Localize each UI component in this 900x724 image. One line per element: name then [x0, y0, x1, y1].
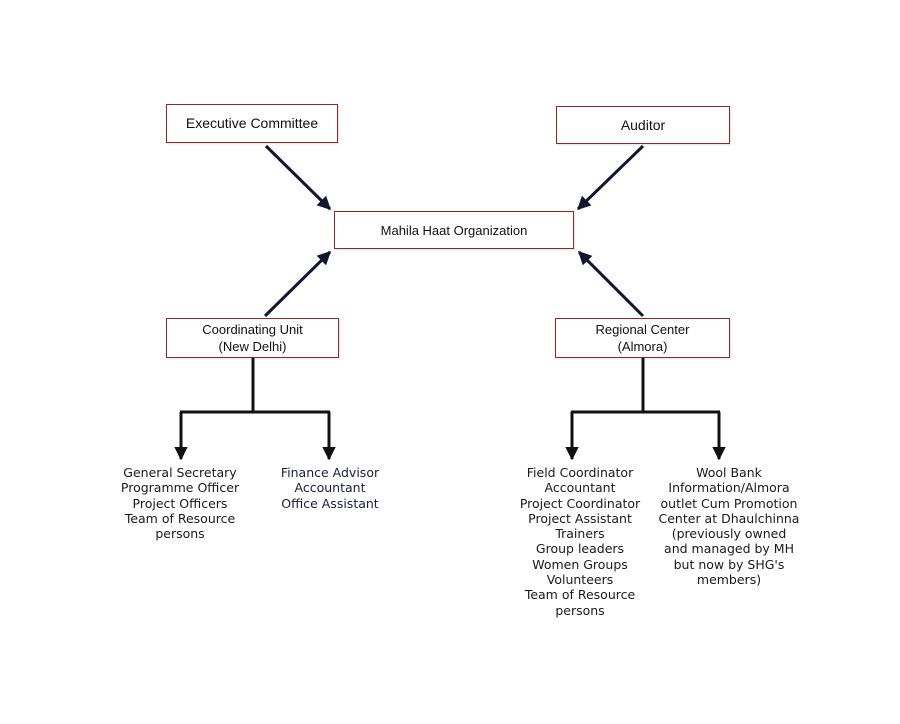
list-item: Information/Almora — [668, 480, 790, 496]
node-label: Auditor — [620, 116, 666, 133]
node-label: Regional Center (Almora) — [595, 322, 690, 354]
list-item: persons — [555, 602, 605, 618]
node-regional-center: Regional Center (Almora) — [555, 318, 730, 358]
list-item: members) — [696, 572, 762, 588]
list-item: Team of Resource — [524, 587, 636, 603]
list-item: Women Groups — [532, 556, 628, 572]
list-item: Office Assistant — [281, 495, 379, 511]
list-item: Project Coordinator — [519, 495, 641, 511]
arrow-rc-to-mh — [577, 250, 645, 318]
arrow-cu-to-mh — [263, 250, 332, 318]
arrow-auditor-to-mh — [576, 144, 645, 211]
list-item: Accountant — [294, 480, 366, 496]
list-item: but now by SHG's — [673, 556, 785, 572]
node-mahila-haat-organization: Mahila Haat Organization — [334, 211, 574, 249]
arrow-exec-to-mh — [264, 144, 332, 211]
list-item: Team of Resource — [124, 510, 236, 526]
list-item: (previously owned — [671, 526, 787, 542]
list-item: Programme Officer — [120, 480, 240, 496]
coordinating-unit-staff-list: General Secretary Programme Officer Proj… — [110, 465, 250, 541]
list-item: Project Assistant — [528, 510, 632, 526]
list-item: Volunteers — [546, 572, 614, 588]
node-auditor: Auditor — [556, 106, 730, 144]
list-item: Group leaders — [535, 541, 625, 557]
node-label: Executive Committee — [185, 115, 319, 131]
list-item: and managed by MH — [664, 541, 794, 557]
wool-bank-list: Wool Bank Information/Almora outlet Cum … — [652, 465, 806, 587]
node-label: Mahila Haat Organization — [380, 222, 528, 238]
list-item: Finance Advisor — [280, 465, 380, 480]
node-label: Coordinating Unit (New Delhi) — [202, 322, 303, 354]
node-executive-committee: Executive Committee — [166, 104, 338, 143]
list-item: Center at Dhaulchinna — [658, 510, 800, 526]
list-item: Wool Bank — [696, 465, 762, 480]
list-item: Trainers — [555, 526, 605, 542]
list-item: Field Coordinator — [526, 465, 634, 480]
list-item: Project Officers — [132, 495, 228, 511]
list-item: outlet Cum Promotion — [660, 495, 798, 511]
node-coordinating-unit: Coordinating Unit (New Delhi) — [166, 318, 339, 358]
regional-center-staff-list: Field Coordinator Accountant Project Coo… — [505, 465, 655, 618]
list-item: General Secretary — [123, 465, 237, 480]
list-item: persons — [155, 526, 205, 542]
finance-staff-list: Finance Advisor Accountant Office Assist… — [272, 465, 388, 511]
list-item: Accountant — [544, 480, 616, 496]
